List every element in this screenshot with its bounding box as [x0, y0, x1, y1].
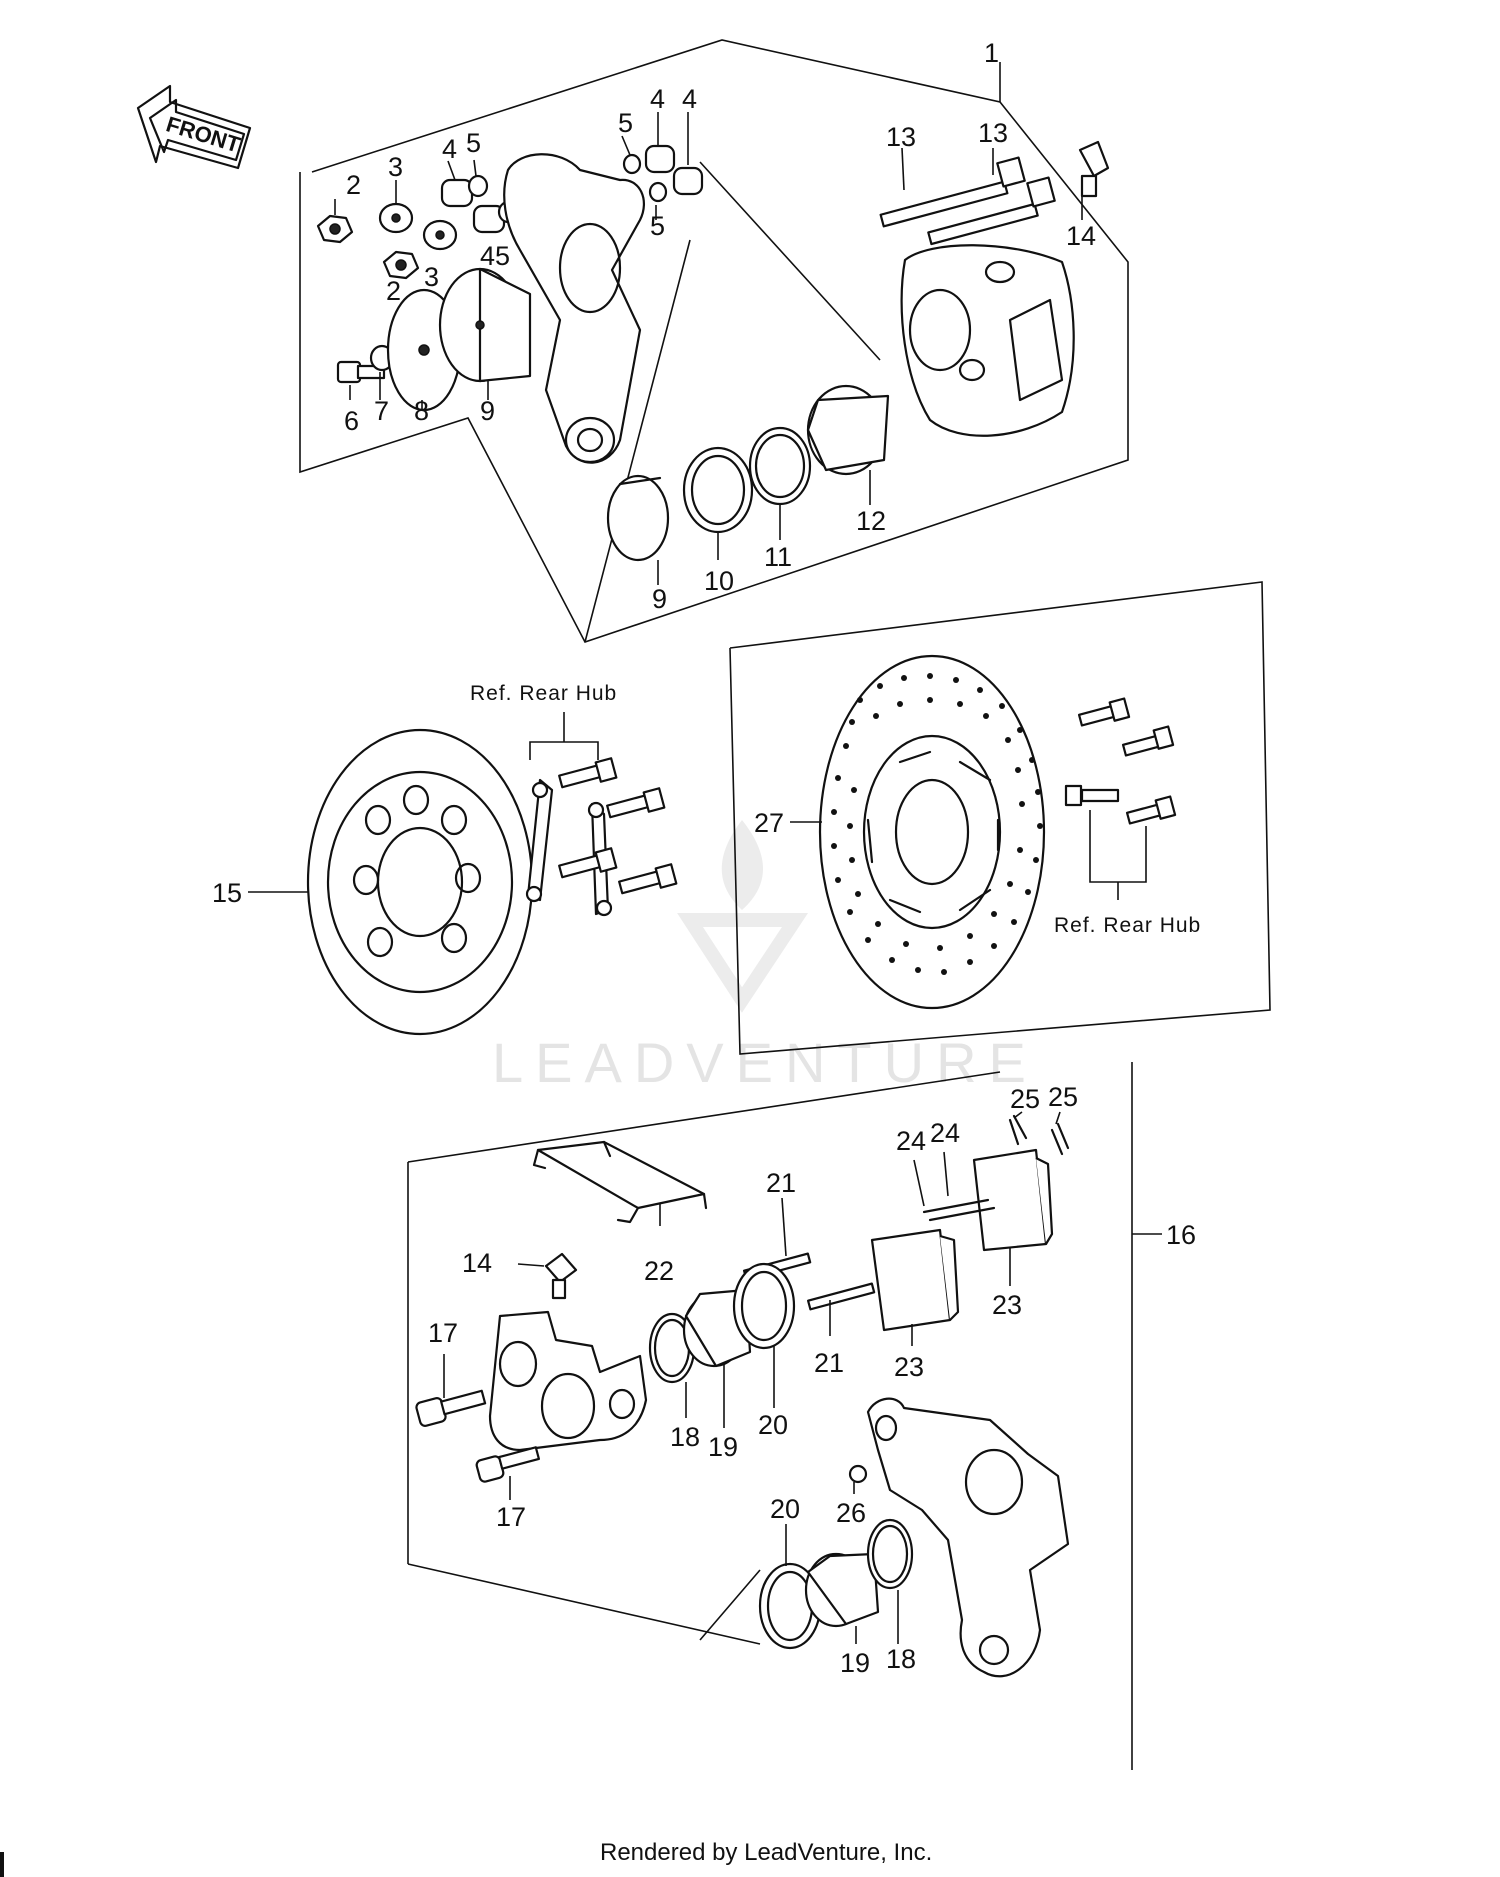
callout-label: 45 — [480, 241, 510, 271]
leader-lines-top — [334, 112, 1083, 585]
callout-label: 19 — [708, 1432, 738, 1462]
footer-credit: Rendered by LeadVenture, Inc. — [600, 1839, 932, 1866]
callout-label: 23 — [894, 1352, 924, 1382]
brake-disc-part — [306, 728, 534, 1036]
bleeder-valve-part — [544, 1252, 578, 1300]
washer-part — [378, 202, 458, 251]
callout-label: 24 — [896, 1126, 926, 1156]
reference-bracket-right — [1089, 810, 1147, 900]
piston-seal-part — [606, 384, 890, 562]
caliper-body-part — [900, 244, 1075, 437]
callout-label: 20 — [770, 1494, 800, 1524]
callout-label: 26 — [836, 1498, 866, 1528]
callout-label: 1 — [984, 38, 999, 68]
lock-plate-part — [525, 778, 613, 917]
callout-label: 8 — [414, 396, 429, 426]
callout-label: 12 — [856, 506, 886, 536]
callout-label: 4 — [442, 134, 457, 164]
bushing-part — [440, 144, 704, 234]
callout-label: 20 — [758, 1410, 788, 1440]
callout-label: 2 — [346, 170, 361, 200]
reference-rear-hub-right: Ref. Rear Hub — [1054, 914, 1201, 937]
callout-label: 11 — [764, 542, 792, 572]
callout-label: 4 — [650, 84, 665, 114]
watermark-text: LEADVENTURE — [492, 1031, 1038, 1094]
mounting-bolt-part — [879, 156, 1056, 246]
callout-label: 22 — [644, 1256, 674, 1286]
bleeder-valve-part — [1078, 140, 1110, 198]
callout-label: 15 — [212, 878, 242, 908]
dust-cover-part — [386, 267, 532, 412]
leader-lines-bottom — [443, 1111, 1061, 1644]
callout-label: 5 — [466, 128, 481, 158]
alternate-disc-frame — [729, 581, 1271, 1055]
caliper-bolt-part — [415, 1389, 541, 1483]
callout-label: 24 — [930, 1118, 960, 1148]
hub-bolt-part — [558, 757, 678, 895]
callout-label: 10 — [704, 566, 734, 596]
callout-label: 2 — [386, 276, 401, 306]
callout-label: 5 — [618, 108, 633, 138]
callout-label: 21 — [814, 1348, 844, 1378]
nut-part — [316, 214, 420, 280]
callout-label: 14 — [462, 1248, 492, 1278]
callout-label: 13 — [886, 122, 916, 152]
caliper-bracket-part — [848, 1397, 1070, 1678]
top-assembly-frame — [299, 39, 1129, 643]
callout-label: 17 — [428, 1318, 458, 1348]
callout-label: 25 — [1048, 1082, 1078, 1112]
callout-label: 9 — [480, 396, 495, 426]
brake-pad-part — [870, 1114, 1070, 1332]
callout-label: 18 — [670, 1422, 700, 1452]
callout-labels: 1 2 2 3 3 4 45 4 4 5 5 5 6 7 8 9 9 10 11… — [212, 38, 1196, 1678]
watermark-logo: LEADVENTURE — [492, 820, 1038, 1094]
callout-label: 18 — [886, 1644, 916, 1674]
callout-label: 16 — [1166, 1220, 1196, 1250]
pad-spring-part — [532, 1140, 708, 1224]
hub-bolt-part — [1064, 697, 1177, 825]
callout-label: 3 — [388, 152, 403, 182]
callout-label: 21 — [766, 1168, 796, 1198]
front-arrow-icon: FRONT — [136, 84, 252, 170]
reference-bracket-left — [529, 712, 599, 760]
callout-label: 14 — [1066, 221, 1096, 251]
callout-label: 9 — [652, 584, 667, 614]
callout-label: 4 — [682, 84, 697, 114]
page-edge-mark — [0, 1852, 4, 1877]
callout-label: 23 — [992, 1290, 1022, 1320]
reference-rear-hub-left: Ref. Rear Hub — [470, 682, 617, 705]
callout-label: 17 — [496, 1502, 526, 1532]
bolt-part — [336, 344, 395, 384]
piston-seal-part — [648, 1262, 796, 1384]
callout-label: 27 — [754, 808, 784, 838]
caliper-half-part — [488, 1310, 648, 1452]
torque-link-arm-part — [503, 153, 645, 464]
drilled-brake-disc-part — [818, 654, 1046, 1010]
callout-label: 13 — [978, 118, 1008, 148]
callout-label: 19 — [840, 1648, 870, 1678]
callout-label: 7 — [374, 396, 389, 426]
bottom-assembly-frame — [407, 1062, 1162, 1770]
callout-label: 6 — [344, 406, 359, 436]
piston-seal-part — [758, 1518, 914, 1650]
callout-label: 5 — [650, 211, 665, 241]
callout-label: 25 — [1010, 1084, 1040, 1114]
callout-label: 3 — [424, 262, 439, 292]
